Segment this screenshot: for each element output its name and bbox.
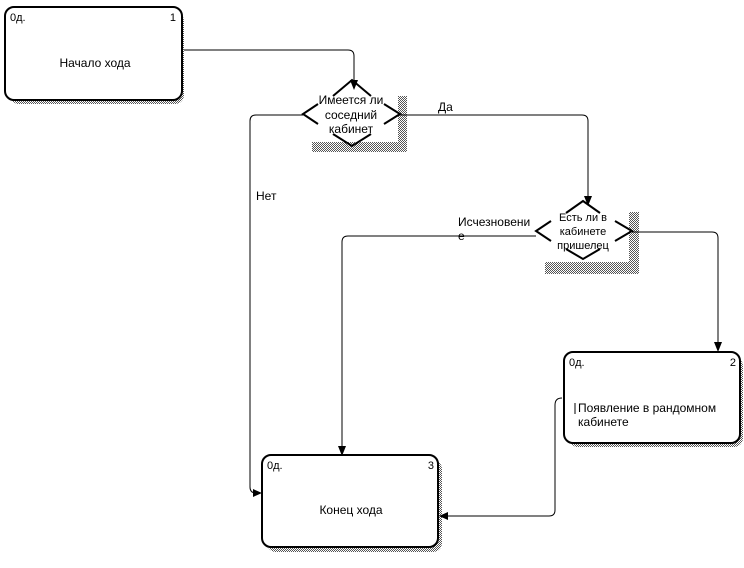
decision-neighbor-room[interactable]: Имеется ли соседний кабинет <box>301 78 407 152</box>
edge-label-yes: Да <box>438 100 453 114</box>
arrowhead-left <box>439 512 448 520</box>
node-corner-label: 0д. <box>267 460 283 472</box>
node-title-line: кабинете <box>578 415 629 429</box>
decision-text-line: кабинете <box>560 226 606 238</box>
edge-appear-to-end[interactable] <box>446 397 563 517</box>
decision-background <box>541 206 629 262</box>
edge-neighbor-no[interactable] <box>249 114 303 494</box>
decision-bottom-stroke <box>332 133 372 148</box>
arrowheads <box>253 80 722 520</box>
node-corner-label: 0д. <box>10 12 26 24</box>
node-start-turn[interactable]: 0д. 1 Начало хода <box>4 6 184 104</box>
edge-neighbor-yes[interactable] <box>400 114 589 200</box>
decision-text-line: соседний <box>325 108 377 122</box>
edge-label-vanish: е <box>458 229 465 243</box>
decision-left-stroke <box>301 103 319 125</box>
node-title: Начало хода <box>59 56 130 70</box>
decision-right-stroke <box>614 220 634 242</box>
arrowhead-down <box>350 80 358 90</box>
decision-background <box>308 90 398 142</box>
decision-text-line: Имеется ли <box>319 93 384 107</box>
decision-bottom-stroke <box>565 248 601 261</box>
node-number: 3 <box>428 460 434 472</box>
node-number: 2 <box>730 357 736 369</box>
decision-text-line: Есть ли в <box>559 212 607 224</box>
node-title-line: Появление в рандомном <box>578 401 716 415</box>
decision-text-line: пришелец <box>557 240 609 252</box>
node-title: Конец хода <box>319 503 382 517</box>
node-end-turn[interactable]: 0д. 3 Конец хода <box>261 454 442 552</box>
edge-alien-to-appear[interactable] <box>632 231 719 345</box>
blank-patch <box>430 264 486 310</box>
node-box <box>261 454 439 548</box>
decision-left-stroke <box>534 220 552 242</box>
edge-label-vanish: Исчезновени <box>458 215 530 229</box>
edge-start-to-neighbor[interactable] <box>184 49 355 83</box>
arrowhead-down <box>338 446 346 456</box>
arrowhead-right <box>253 489 262 497</box>
decision-text-line: кабинет <box>329 122 374 136</box>
arrowhead-down <box>584 196 592 206</box>
decision-alien-in-room[interactable]: Есть ли в кабинете пришелец <box>534 199 639 274</box>
node-corner-label: 0д. <box>569 357 585 369</box>
node-box <box>563 351 741 444</box>
node-box <box>4 6 183 101</box>
arrowhead-down <box>714 342 722 352</box>
node-appear-random-room[interactable]: 0д. 2 Появление в рандомном кабинете <box>563 351 743 447</box>
node-number: 1 <box>170 12 176 24</box>
decision-top-stroke <box>565 199 601 214</box>
edge-alien-vanish[interactable] <box>341 235 536 450</box>
edge-label-no: Нет <box>256 189 277 203</box>
decision-right-stroke <box>383 103 402 125</box>
